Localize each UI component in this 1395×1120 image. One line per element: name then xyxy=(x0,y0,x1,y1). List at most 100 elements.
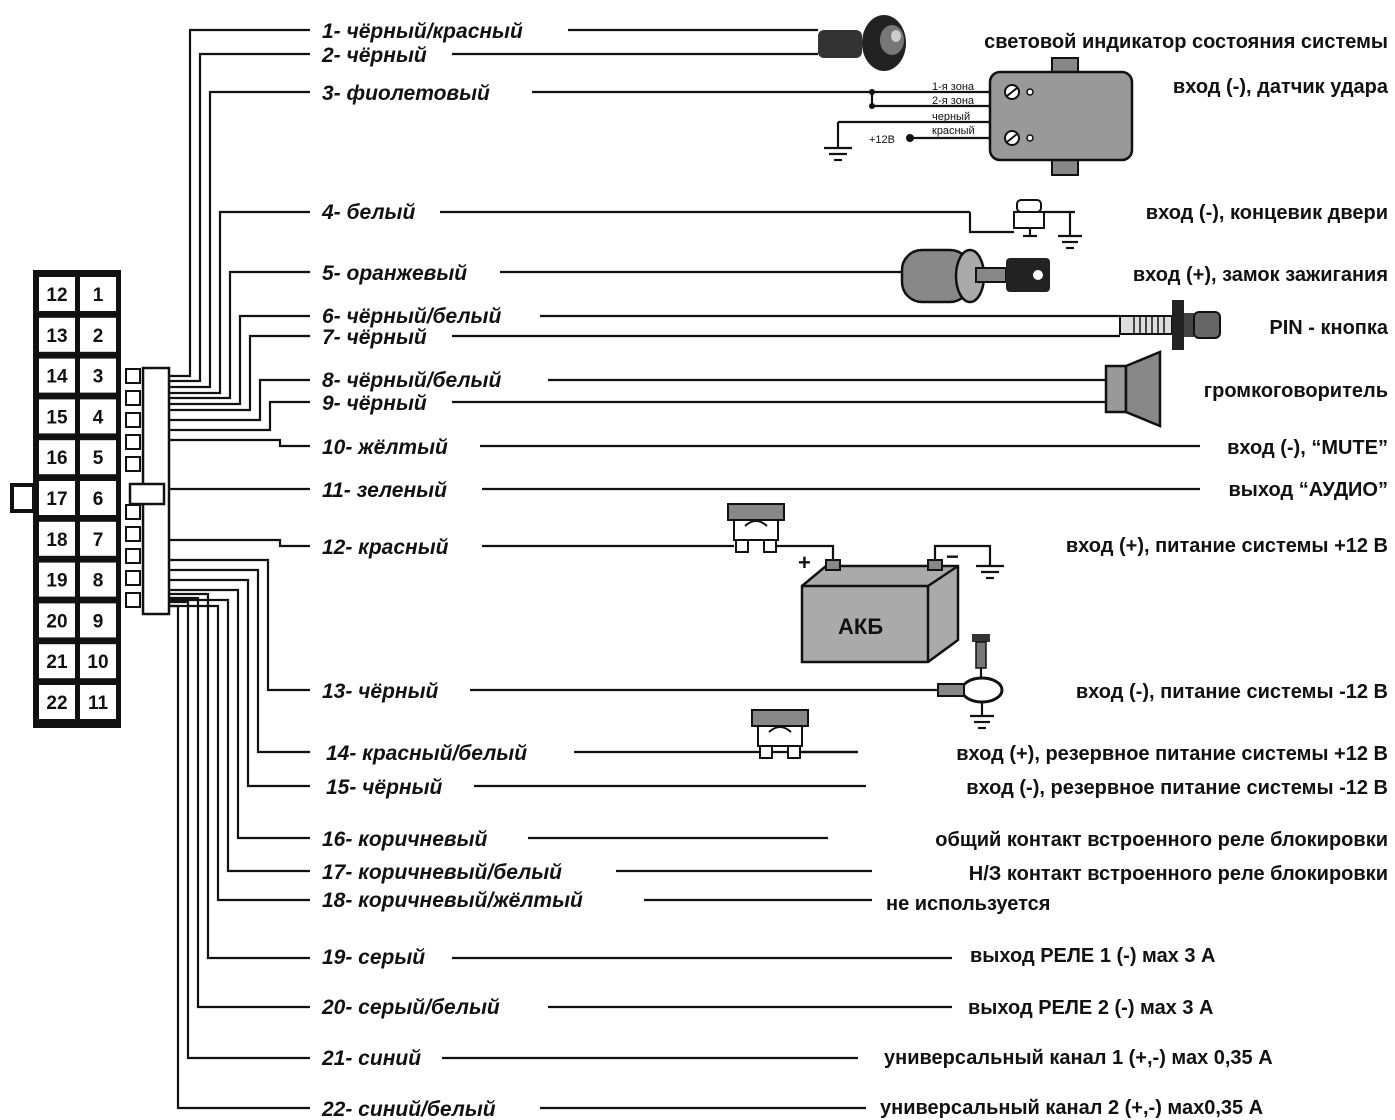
wire-trunk xyxy=(169,598,310,873)
wire-label: 7- чёрный xyxy=(322,326,427,349)
pin-number: 4 xyxy=(93,407,104,428)
wire-label: 18- коричневый/жёлтый xyxy=(322,889,583,912)
header-tab xyxy=(125,456,141,472)
device-label: вход (+), замок зажигания xyxy=(1133,264,1388,286)
pin-cell xyxy=(39,562,75,597)
speaker-icon xyxy=(1104,350,1162,428)
pin-cell xyxy=(39,440,75,475)
reserve-fuse-icon xyxy=(751,709,809,759)
wire-trunk xyxy=(169,378,310,422)
device-label: вход (+), резервное питание системы +12 … xyxy=(956,743,1388,765)
pin-number: 6 xyxy=(93,489,104,510)
wire-label: 17- коричневый/белый xyxy=(322,861,562,884)
sensor-red-label: красный xyxy=(932,125,975,137)
device-label: выход “АУДИО” xyxy=(1229,479,1389,501)
wire-label: 14- красный/белый xyxy=(326,742,527,765)
pin-cell xyxy=(39,358,75,393)
pin-number: 1 xyxy=(93,285,104,306)
pin-number: 13 xyxy=(46,326,67,347)
wire-trunk xyxy=(169,588,310,840)
wire-trunk xyxy=(169,400,310,432)
wire-trunk xyxy=(169,558,310,692)
pin-cell xyxy=(80,317,116,352)
sensor-zone1-label: 1-я зона xyxy=(932,81,975,93)
header-tab xyxy=(125,592,141,608)
device-label: световой индикатор состояния системы xyxy=(984,31,1388,53)
pin-number: 14 xyxy=(46,367,68,388)
pin-cell xyxy=(39,317,75,352)
pin-number: 8 xyxy=(93,571,104,592)
header-tab xyxy=(125,368,141,384)
pin-number: 3 xyxy=(93,367,104,388)
wire-trunk xyxy=(169,604,310,1110)
device-label: общий контакт встроенного реле блокировк… xyxy=(935,829,1388,851)
wire-label: 1- чёрный/красный xyxy=(322,20,523,43)
wire-label: 20- серый/белый xyxy=(321,996,500,1019)
wire-trunk xyxy=(169,314,310,406)
pin-number: 5 xyxy=(93,448,104,469)
pin-cell xyxy=(80,521,116,556)
device-label: PIN - кнопка xyxy=(1269,317,1389,339)
pin-number: 2 xyxy=(93,326,104,347)
header-tab xyxy=(125,434,141,450)
fuse-icon xyxy=(727,503,785,553)
wire-label: 11- зеленый xyxy=(322,479,447,502)
battery-label: АКБ xyxy=(838,614,883,639)
wire-trunk xyxy=(169,592,310,960)
pin-cell xyxy=(39,685,75,719)
wire-label: 21- синий xyxy=(321,1047,421,1070)
header-tab xyxy=(125,504,141,520)
pin-number: 16 xyxy=(46,448,67,469)
wire-trunk xyxy=(169,270,310,400)
wire-trunk xyxy=(169,28,310,378)
device-label: выход РЕЛЕ 1 (-) мах 3 А xyxy=(970,945,1216,967)
wire-label: 22- синий/белый xyxy=(321,1098,496,1120)
device-label: универсальный канал 1 (+,-) мах 0,35 А xyxy=(884,1047,1273,1069)
device-label: универсальный канал 2 (+,-) мах0,35 А xyxy=(880,1097,1263,1119)
pin-number: 12 xyxy=(46,285,67,306)
wire-label: 9- чёрный xyxy=(322,392,427,415)
pin-cell xyxy=(39,399,75,434)
pin-button-icon xyxy=(1119,300,1221,350)
wire-trunk xyxy=(169,210,310,395)
pin-cell xyxy=(39,277,75,311)
pin-cell xyxy=(39,521,75,556)
sensor-black-label: черный xyxy=(932,111,970,123)
pin-number: 22 xyxy=(46,693,67,714)
pin-number: 17 xyxy=(46,489,67,510)
wire-trunk xyxy=(169,600,310,1060)
device-label: вход (+), питание системы +12 В xyxy=(1066,535,1388,557)
device-label: вход (-), датчик удара xyxy=(1173,76,1389,98)
wire-trunk xyxy=(169,438,310,448)
header-tab xyxy=(125,526,141,542)
pin-cell xyxy=(39,644,75,679)
device-label: вход (-), концевик двери xyxy=(1146,202,1388,224)
pin-number: 9 xyxy=(93,611,104,632)
wire-label: 5- оранжевый xyxy=(322,262,467,285)
pin-cell xyxy=(80,440,116,475)
wire-label: 12- красный xyxy=(322,536,449,559)
pin-cell xyxy=(80,685,116,719)
wire-trunk xyxy=(169,604,310,902)
pin-cell xyxy=(80,358,116,393)
wire-trunk xyxy=(169,90,310,389)
wire-trunk xyxy=(169,52,310,383)
labels: 1- чёрный/красный 2- чёрный 3- фиолетовы… xyxy=(321,20,1389,1120)
pin-cell xyxy=(80,603,116,638)
pin-number: 18 xyxy=(46,530,67,551)
pin-cell xyxy=(80,277,116,311)
pin-cell xyxy=(80,562,116,597)
door-switch-icon xyxy=(1013,199,1082,250)
header-tab xyxy=(125,412,141,428)
pin-cell xyxy=(39,481,75,515)
wire-label: 8- чёрный/белый xyxy=(322,369,501,392)
header-tab xyxy=(125,548,141,564)
wire-trunk xyxy=(169,596,310,1009)
device-label: не используется xyxy=(886,893,1050,915)
wire-label: 15- чёрный xyxy=(326,776,443,799)
pin-number: 19 xyxy=(46,571,67,592)
pin-cell xyxy=(80,644,116,679)
wire-label: 16- коричневый xyxy=(322,828,488,851)
wire-label: 2- чёрный xyxy=(321,44,427,67)
